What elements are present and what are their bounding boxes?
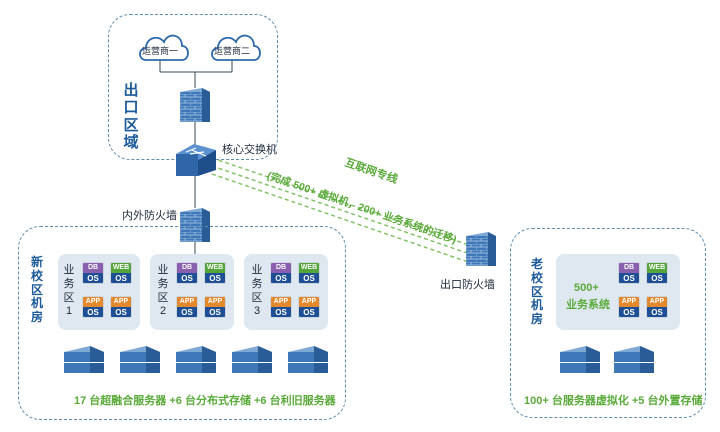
- zone-number: 1: [65, 305, 73, 318]
- core-switch-icon: [176, 144, 216, 176]
- os-chip-label: OS: [619, 307, 639, 317]
- os-chip-label: OS: [647, 307, 667, 317]
- firewall-icon: [180, 208, 210, 242]
- os-chip-label: OS: [83, 307, 103, 317]
- zone-number: 3: [253, 305, 261, 318]
- exit-firewall-label: 出口防火墙: [440, 279, 495, 291]
- cloud-icon: [139, 34, 189, 61]
- db-chip-label: DB: [177, 263, 197, 273]
- dedicated-line-c: [211, 173, 469, 263]
- old-campus-box: [510, 228, 706, 418]
- server-stack-icon: [560, 346, 600, 373]
- server-stack-icon: [288, 346, 328, 373]
- os-chip-label: OS: [111, 273, 131, 283]
- os-chip-label: OS: [205, 273, 225, 283]
- zone-name: 业务区: [63, 264, 75, 304]
- os-chip-label: OS: [299, 273, 319, 283]
- old-zone-title: 500+: [574, 282, 599, 294]
- inner-firewall-label: 内外防火墙: [122, 210, 177, 222]
- old-campus-caption: 100+ 台服务器虚拟化 +5 台外置存储: [524, 395, 703, 407]
- os-chip-label: OS: [271, 307, 291, 317]
- server-stack-icon: [64, 346, 104, 373]
- app-chip-label: APP: [619, 297, 639, 307]
- app-chip-label: APP: [83, 297, 103, 307]
- os-chip-label: OS: [205, 307, 225, 317]
- web-chip-label: WEB: [299, 263, 319, 273]
- zone-label: 业务区 1: [62, 264, 76, 319]
- dedicated-line-b: [211, 165, 471, 255]
- new-campus-caption: 17 台超融合服务器 +6 台分布式存储 +6 台利旧服务器: [74, 395, 336, 407]
- app-chip-label: APP: [647, 297, 667, 307]
- core-switch-label: 核心交换机: [222, 144, 277, 156]
- server-stack-icon: [614, 346, 654, 373]
- zone-name: 业务区: [157, 264, 169, 304]
- cloud-icon: [211, 34, 261, 61]
- web-chip-label: WEB: [111, 263, 131, 273]
- web-chip-label: WEB: [205, 263, 225, 273]
- firewall-icon: [466, 232, 496, 266]
- cloud-label-2: 运营商二: [214, 46, 251, 56]
- db-chip-label: DB: [619, 263, 639, 273]
- app-chip-label: APP: [271, 297, 291, 307]
- app-chip-label: APP: [177, 297, 197, 307]
- zone-label: 业务区 2: [156, 264, 170, 319]
- old-campus-label: 老校区机房: [530, 257, 543, 327]
- app-chip-label: APP: [299, 297, 319, 307]
- app-chip-label: APP: [111, 297, 131, 307]
- zone-number: 2: [159, 305, 167, 318]
- os-chip-label: OS: [177, 273, 197, 283]
- os-chip-label: OS: [619, 273, 639, 283]
- zone-label: 业务区 3: [250, 264, 264, 319]
- server-stack-icon: [232, 346, 272, 373]
- app-chip-label: APP: [205, 297, 225, 307]
- db-chip-label: DB: [83, 263, 103, 273]
- cloud-label-1: 运营商一: [142, 46, 179, 56]
- new-campus-label: 新校区机房: [30, 255, 43, 325]
- os-chip-label: OS: [83, 273, 103, 283]
- dedicated-line-a: [211, 157, 473, 247]
- zone-name: 业务区: [251, 264, 263, 304]
- firewall-icon: [180, 88, 210, 122]
- os-chip-label: OS: [271, 273, 291, 283]
- exit-area-label: 出口区域: [123, 82, 139, 151]
- server-stack-icon: [176, 346, 216, 373]
- os-chip-label: OS: [299, 307, 319, 317]
- new-campus-box: [18, 226, 346, 420]
- server-stack-icon: [120, 346, 160, 373]
- os-chip-label: OS: [177, 307, 197, 317]
- os-chip-label: OS: [647, 273, 667, 283]
- os-chip-label: OS: [111, 307, 131, 317]
- db-chip-label: DB: [271, 263, 291, 273]
- old-zone-subtitle: 业务系统: [566, 299, 610, 311]
- web-chip-label: WEB: [647, 263, 667, 273]
